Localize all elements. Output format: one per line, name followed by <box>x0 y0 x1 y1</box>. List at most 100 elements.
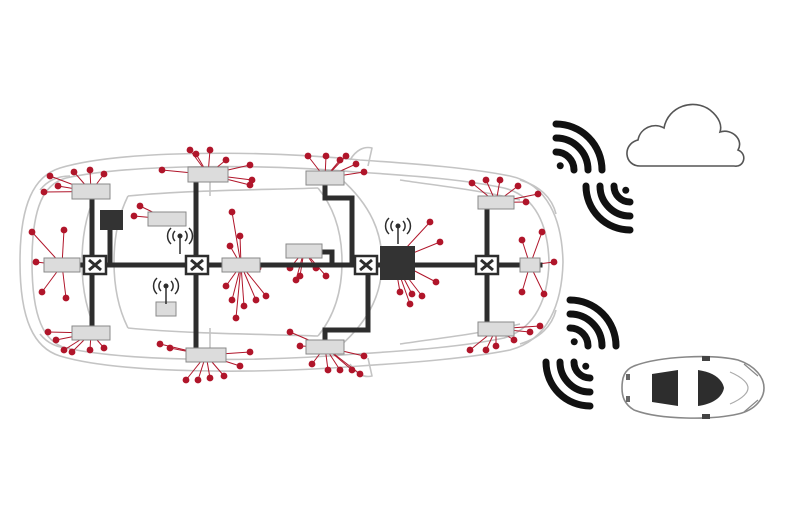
sensor-node <box>222 282 230 290</box>
ecu-module <box>305 170 345 186</box>
sensor-node <box>304 152 312 160</box>
sensor-node <box>62 294 70 302</box>
signal-dot <box>570 338 578 346</box>
wireless-signal-icon <box>582 182 634 234</box>
car-body-inner <box>31 165 550 361</box>
other-car-rear-glass <box>652 370 678 406</box>
switch-cross-icon <box>353 254 379 276</box>
sensor-node <box>136 202 144 210</box>
sensor-node <box>286 328 294 336</box>
sensor-node <box>60 226 68 234</box>
sensor-node <box>246 348 254 356</box>
ecu-modules <box>43 166 541 363</box>
sensor-node <box>38 288 46 296</box>
sensor-node <box>518 288 526 296</box>
signal-arc <box>552 148 578 174</box>
switch-cross-icon <box>184 254 210 276</box>
sensor-node <box>100 170 108 178</box>
backbone-bottom-link <box>322 262 371 351</box>
central-compute-unit <box>380 246 415 280</box>
windshield <box>317 187 343 337</box>
sensor-node <box>156 340 164 348</box>
ecu-module <box>477 321 515 337</box>
sensor-node <box>222 156 230 164</box>
ecu-module <box>71 325 111 341</box>
sensor-wire <box>235 264 242 319</box>
sensor-node <box>236 362 244 370</box>
sensor-node <box>130 212 138 220</box>
sensor-node <box>28 228 36 236</box>
sensor-node <box>54 182 62 190</box>
sensor-node <box>540 290 548 298</box>
sensor-node <box>228 208 236 216</box>
sensor-node <box>352 160 360 168</box>
sensor-node <box>342 152 350 160</box>
sensor-node <box>292 276 300 284</box>
other-car-headlight-top <box>743 363 759 377</box>
signal-arc <box>552 120 606 174</box>
sensor-node <box>396 288 404 296</box>
other-car-mirror-top <box>702 356 710 361</box>
wireless-signal-icon <box>552 120 606 174</box>
sensor-node <box>336 156 344 164</box>
sensor-node <box>86 346 94 354</box>
ecu-module <box>71 183 111 200</box>
antenna-icon <box>152 277 180 304</box>
ecu-module <box>519 257 541 273</box>
sensor-node <box>232 314 240 322</box>
other-car-mirror-bottom <box>702 414 710 419</box>
sensor-node <box>182 376 190 384</box>
wireless-signals <box>542 120 634 410</box>
sensor-node <box>70 168 78 176</box>
sensor-node <box>46 172 54 180</box>
sensor-node <box>296 342 304 350</box>
signal-arc <box>552 134 592 174</box>
taillight-top <box>39 175 71 191</box>
sensor-node <box>246 161 254 169</box>
sensor-node <box>44 328 52 336</box>
signal-arc <box>610 182 634 206</box>
sensor-node <box>60 346 68 354</box>
sensor-node <box>468 179 476 187</box>
sensor-node <box>220 372 228 380</box>
wireless-signal-icon <box>542 358 594 410</box>
sensor-node <box>324 366 332 374</box>
antennas <box>152 217 412 304</box>
sensor-node <box>86 166 94 174</box>
sensor-node <box>322 272 330 280</box>
sensor-node <box>348 366 356 374</box>
sensor-node <box>518 236 526 244</box>
sensor-node <box>336 366 344 374</box>
sensor-node <box>206 374 214 382</box>
other-car-taillight-top <box>626 374 630 380</box>
headlight-top <box>519 179 557 215</box>
other-car-windshield <box>698 370 724 406</box>
sensor-node <box>322 152 330 160</box>
sensor-node <box>252 296 260 304</box>
ecu-module <box>477 195 515 210</box>
ecu-module <box>43 257 81 273</box>
sensor-node <box>240 302 248 310</box>
headlight-bottom <box>519 309 557 345</box>
sensor-node <box>360 168 368 176</box>
switch-cross-icon <box>474 254 500 276</box>
sensor-node <box>226 242 234 250</box>
backbone-gateway-link <box>320 249 335 268</box>
other-car-headlight-bottom <box>743 399 759 413</box>
roof-side-top <box>127 187 319 197</box>
sensor-node <box>536 322 544 330</box>
sensor-node <box>406 300 414 308</box>
ecu-module <box>185 347 227 363</box>
sensor-node <box>262 292 270 300</box>
ecu-module <box>305 339 345 355</box>
switch-cross-icon <box>82 254 108 276</box>
sensor-node <box>550 258 558 266</box>
dark-control-unit <box>100 210 123 230</box>
sensor-node <box>514 182 522 190</box>
sensor-node <box>166 344 174 352</box>
signal-arc <box>566 310 606 350</box>
sensor-node <box>436 238 444 246</box>
signal-arc <box>542 358 594 410</box>
